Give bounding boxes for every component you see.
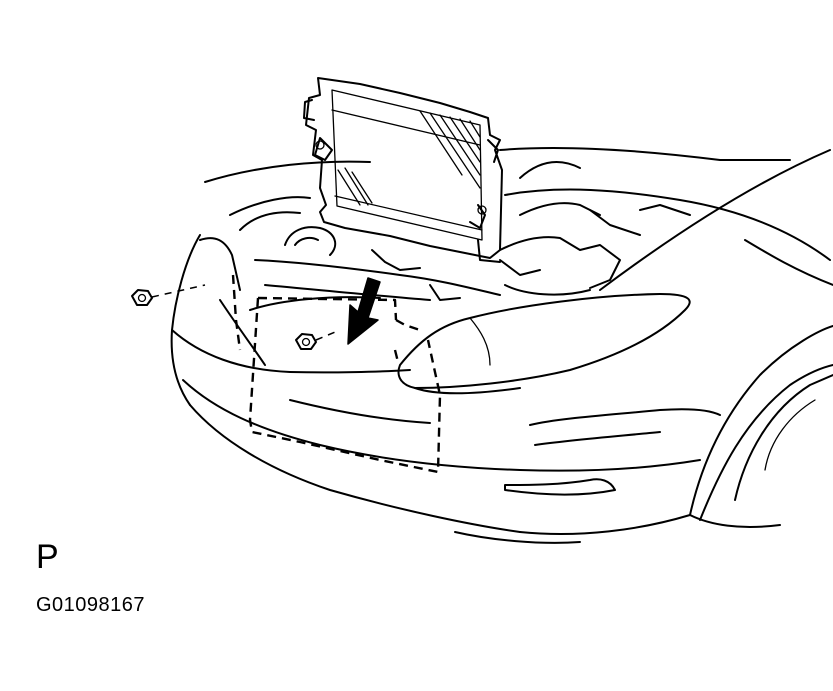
bolt-left — [131, 289, 153, 306]
car-body — [204, 147, 831, 291]
view-label: P — [36, 538, 59, 576]
headlight — [397, 293, 691, 395]
hidden-outline — [231, 274, 442, 474]
front-bumper — [170, 234, 721, 544]
bolt-center — [295, 333, 317, 350]
wheel — [689, 239, 833, 528]
bolt-left-leader — [151, 284, 206, 298]
figure-id: G01098167 — [36, 594, 146, 616]
condenser — [303, 77, 503, 263]
removal-arrow — [347, 277, 381, 345]
bolt-center-leader — [315, 329, 341, 341]
engine-bay — [229, 196, 641, 311]
